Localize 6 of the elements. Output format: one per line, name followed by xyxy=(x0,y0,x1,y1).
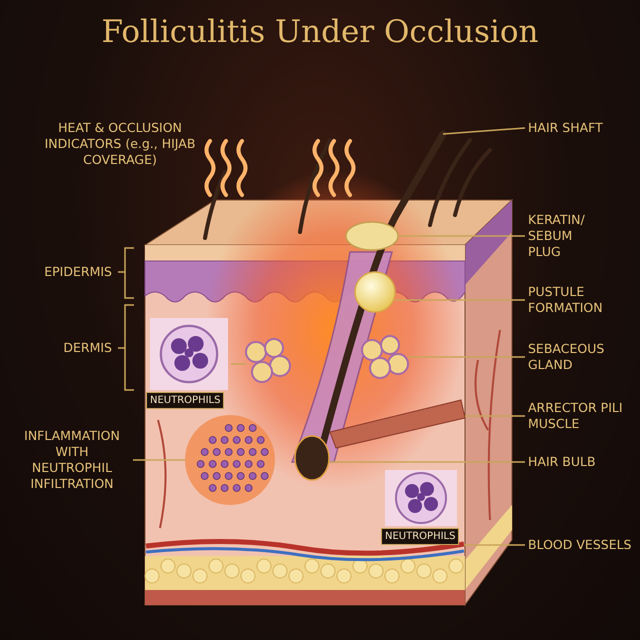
inset-caption: NEUTROPHILS xyxy=(146,392,224,409)
diagram-title: Folliculitis Under Occlusion xyxy=(100,14,540,50)
annotation-text: HEAT & OCCLUSION INDICATORS (e.g., HIJAB COVERAGE) xyxy=(44,120,196,168)
layer-label: EPIDERMIS xyxy=(43,264,112,280)
layer-label: DERMIS xyxy=(62,340,112,356)
inset-caption: NEUTROPHILS xyxy=(381,528,460,545)
